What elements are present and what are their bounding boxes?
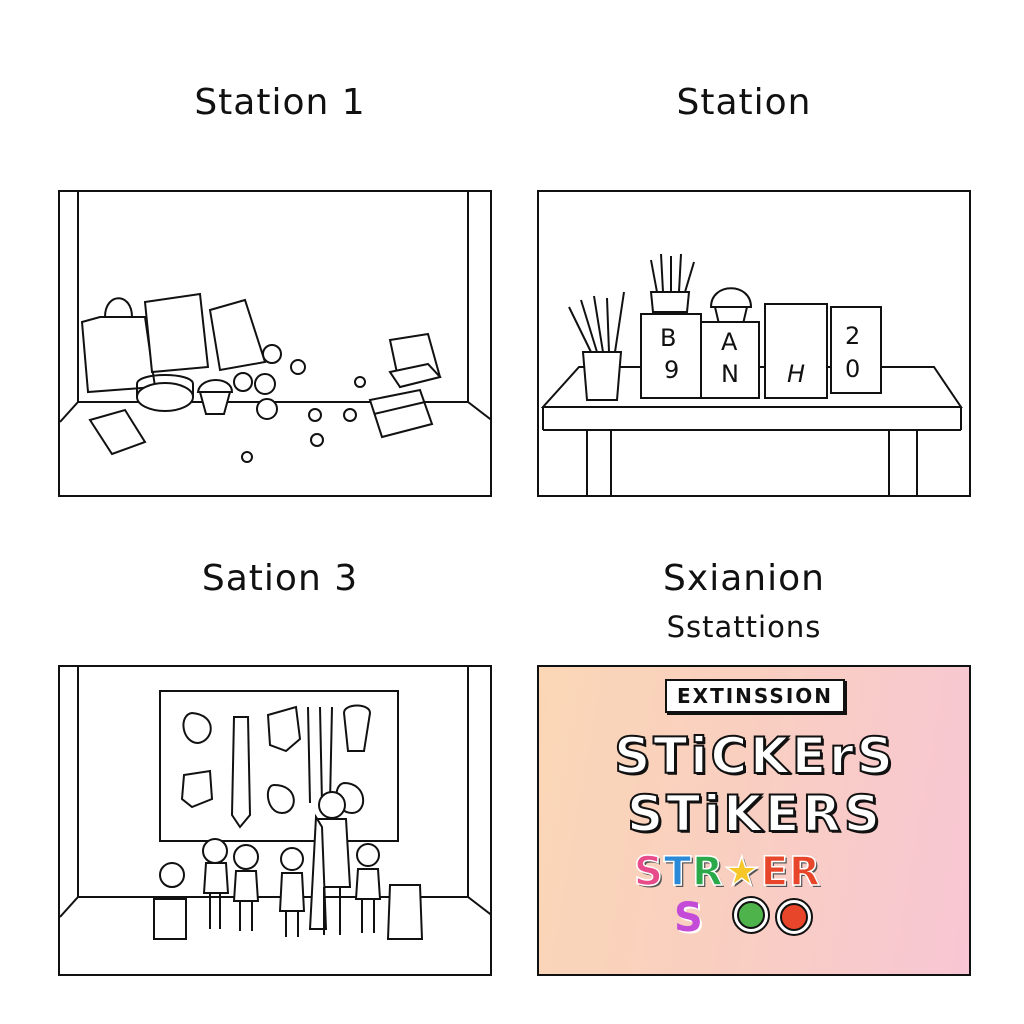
station-1-title: Station 1 [194, 82, 366, 123]
sticker-icons [732, 896, 813, 936]
colorful-letter: R [691, 848, 724, 896]
ball-group [233, 344, 366, 463]
block-letter-2: 2 [845, 322, 861, 350]
station-3-panel [58, 665, 492, 976]
colorful-letter: ER [760, 848, 821, 896]
block-letter-h: H [787, 360, 806, 388]
block-letter-a: A [721, 328, 738, 356]
colorful-letter: S [633, 848, 664, 896]
stickers-line-2: STiKERS [626, 784, 883, 844]
station-1-illustration [60, 192, 490, 463]
station-2-illustration [540, 253, 963, 495]
station-4-title: Sxianion [663, 558, 825, 599]
station-4-subtitle: Sstattions [666, 610, 822, 644]
station-2-panel: B 9 A N H 2 0 [537, 190, 971, 497]
colorful-sticker-s: S [674, 895, 703, 941]
colorful-letter: ★ [723, 848, 761, 896]
block-letter-9: 9 [664, 356, 680, 384]
station-3-title: Sation 3 [201, 558, 359, 599]
colorful-letter: T [663, 848, 693, 896]
stickers-line-1: STiCKErS [613, 726, 896, 786]
block-letter-0: 0 [845, 355, 861, 383]
block-letter-n: N [721, 360, 739, 388]
station-3-illustration [60, 667, 490, 940]
extension-banner: EXTINSSION [665, 679, 845, 713]
block-letter-b: B [660, 324, 677, 352]
station-4-panel: EXTINSSION STiCKErS STiKERS STR★ER S [537, 665, 971, 976]
station-2-title: Station [676, 82, 812, 123]
station-1-panel [58, 190, 492, 497]
colorful-sticker-word: STR★ER [633, 848, 821, 896]
